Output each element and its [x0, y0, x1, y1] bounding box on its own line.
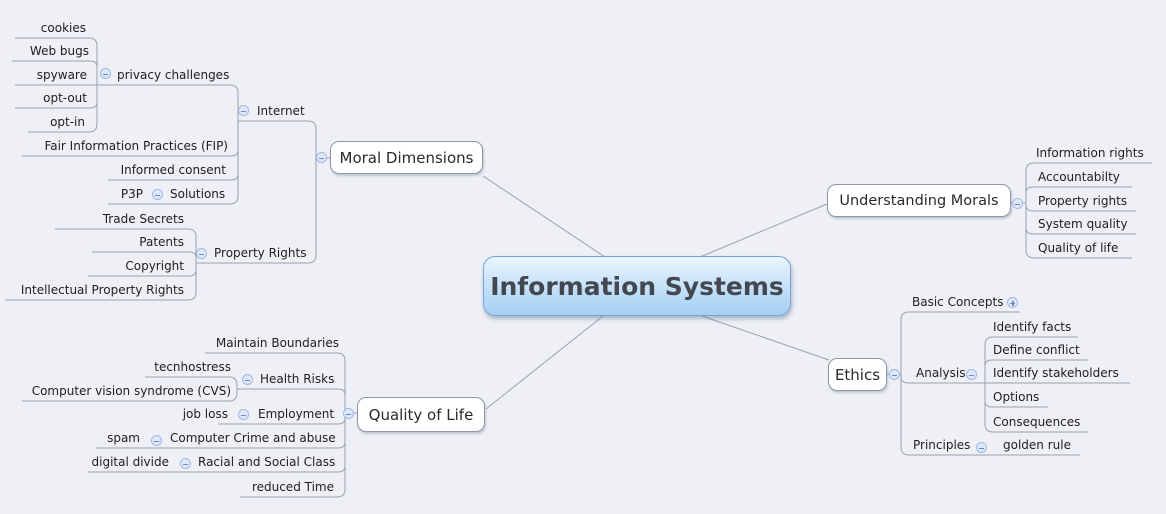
topic-computer-crime-and-abuse[interactable]: Computer Crime and abuse: [170, 431, 336, 445]
topic-quality-of-life[interactable]: Quality of Life: [357, 397, 485, 432]
collapse-icon[interactable]: [151, 435, 162, 446]
topic-identify-stakeholders[interactable]: Identify stakeholders: [993, 366, 1119, 380]
topic-identify-facts[interactable]: Identify facts: [993, 320, 1072, 334]
collapse-icon[interactable]: [100, 68, 111, 79]
collapse-icon[interactable]: [242, 374, 253, 385]
topic-web-bugs[interactable]: Web bugs: [29, 44, 89, 58]
topic-internet[interactable]: Internet: [257, 104, 305, 118]
topic-options[interactable]: Options: [993, 390, 1040, 404]
collapse-icon[interactable]: [966, 369, 977, 380]
topic-system-quality[interactable]: System quality: [1038, 217, 1128, 231]
topic-solutions[interactable]: Solutions: [170, 187, 226, 201]
collapse-icon[interactable]: [316, 152, 327, 163]
topic-tecnhostress[interactable]: tecnhostress: [154, 360, 231, 374]
topic-digital-divide[interactable]: digital divide: [91, 455, 170, 469]
topic-job-loss[interactable]: job loss: [182, 407, 228, 421]
topic-quality-of-life-morals[interactable]: Quality of life: [1038, 241, 1119, 255]
collapse-icon[interactable]: [238, 105, 249, 116]
topic-consequences[interactable]: Consequences: [993, 415, 1081, 429]
topic-fip[interactable]: Fair Information Practices (FIP): [44, 139, 228, 153]
topic-copyright[interactable]: Copyright: [125, 259, 184, 273]
topic-intellectual-property-rights[interactable]: Intellectual Property Rights: [20, 283, 184, 297]
topic-privacy-challenges[interactable]: privacy challenges: [117, 68, 230, 82]
topic-moral-dimensions[interactable]: Moral Dimensions: [330, 141, 483, 174]
topic-p3p[interactable]: P3P: [120, 187, 143, 201]
topic-information-rights[interactable]: Information rights: [1036, 146, 1144, 160]
topic-spam[interactable]: spam: [107, 431, 140, 445]
topic-employment[interactable]: Employment: [258, 407, 335, 421]
topic-computer-vision-syndrome[interactable]: Computer vision syndrome (CVS): [31, 384, 231, 398]
collapse-icon[interactable]: [343, 408, 354, 419]
topic-maintain-boundaries[interactable]: Maintain Boundaries: [215, 336, 339, 350]
topic-information-systems[interactable]: Information Systems: [483, 256, 791, 316]
topic-accountabilty[interactable]: Accountabilty: [1038, 170, 1120, 184]
collapse-icon[interactable]: [180, 458, 191, 469]
topic-reduced-time[interactable]: reduced Time: [251, 480, 334, 494]
topic-basic-concepts[interactable]: Basic Concepts: [912, 295, 1004, 309]
topic-health-risks[interactable]: Health Risks: [260, 372, 335, 386]
topic-opt-out[interactable]: opt-out: [43, 91, 87, 105]
collapse-icon[interactable]: [196, 248, 207, 259]
topic-property-rights[interactable]: Property Rights: [214, 246, 307, 260]
topic-opt-in[interactable]: opt-in: [50, 115, 85, 129]
topic-ethics[interactable]: Ethics: [828, 358, 887, 391]
topic-informed-consent[interactable]: Informed consent: [120, 163, 226, 177]
collapse-icon[interactable]: [152, 189, 163, 200]
topic-racial-and-social-class[interactable]: Racial and Social Class: [198, 455, 336, 469]
topic-analysis[interactable]: Analysis: [916, 366, 966, 380]
collapse-icon[interactable]: [889, 369, 900, 380]
topic-patents[interactable]: Patents: [139, 235, 184, 249]
collapse-icon[interactable]: [238, 409, 249, 420]
topic-spyware[interactable]: spyware: [36, 68, 87, 82]
topic-define-conflict[interactable]: Define conflict: [993, 343, 1080, 357]
topic-property-rights-morals[interactable]: Property rights: [1038, 194, 1128, 208]
topic-understanding-morals[interactable]: Understanding Morals: [827, 184, 1011, 217]
collapse-icon[interactable]: [1012, 198, 1023, 209]
topic-golden-rule[interactable]: golden rule: [1003, 438, 1071, 452]
topic-trade-secrets[interactable]: Trade Secrets: [102, 212, 184, 226]
collapse-icon[interactable]: [976, 442, 987, 453]
expand-icon[interactable]: [1007, 297, 1018, 308]
topic-principles[interactable]: Principles: [913, 438, 971, 452]
topic-cookies[interactable]: cookies: [40, 21, 86, 35]
